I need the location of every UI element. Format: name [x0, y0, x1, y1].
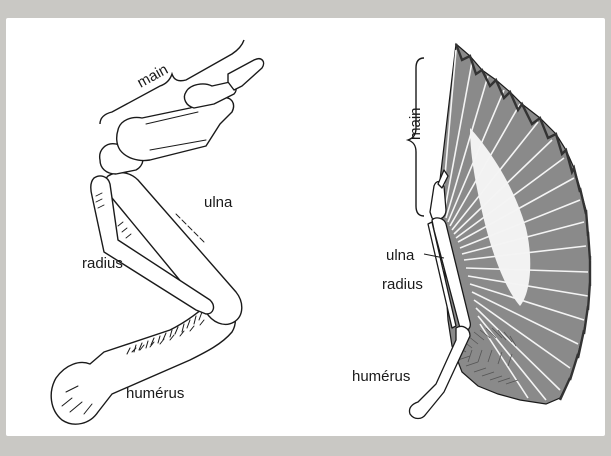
left-label-ulna: ulna: [204, 194, 233, 211]
right-label-radius: radius: [382, 276, 423, 293]
right-hand-bones: [430, 182, 446, 220]
right-label-ulna: ulna: [386, 247, 415, 264]
left-digit-tip: [228, 59, 264, 90]
left-metacarpal-bones: [117, 98, 234, 161]
right-label-humerus: humérus: [352, 368, 410, 385]
left-skeleton: [51, 59, 263, 424]
right-wing: [409, 44, 590, 419]
right-label-main: main: [407, 107, 424, 140]
left-label-humerus: humérus: [126, 385, 184, 402]
right-humerus-bone: [409, 326, 470, 418]
left-label-radius: radius: [82, 255, 123, 272]
left-label-main: main: [134, 61, 171, 92]
